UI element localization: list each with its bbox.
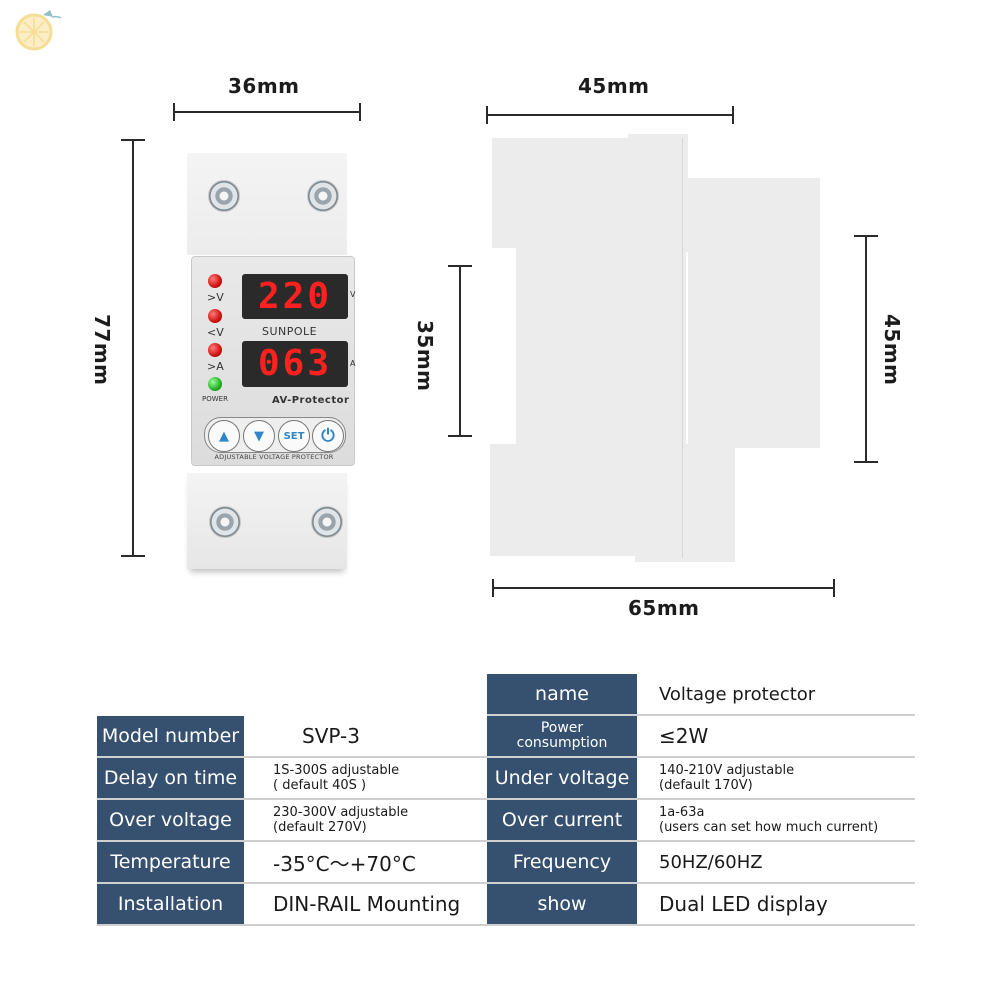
row-label: Under voltage (487, 758, 637, 798)
arrow-up-icon: ▲ (219, 428, 229, 444)
row-label: Delay on time (97, 758, 244, 798)
under-voltage-led-label: <V (207, 326, 224, 339)
row-value: 140-210V adjustable (default 170V) (659, 758, 794, 798)
row-value-line: 230-300V adjustable (273, 805, 409, 820)
front-width-dimension-line (173, 103, 361, 121)
device-top-terminal-block (187, 153, 347, 255)
current-display-digits: 063 (257, 343, 333, 384)
over-current-led-label: >A (207, 360, 224, 373)
row-value: 230-300V adjustable (default 270V) (273, 800, 408, 840)
row-value: 50HZ/60HZ (659, 851, 763, 873)
current-display: 063 (242, 341, 348, 387)
front-height-label: 77mm (90, 314, 114, 386)
side-right-height-dimension-line (854, 235, 878, 463)
spec-table-left: Model number SVP-3 Delay on time 1S-300S… (97, 716, 487, 926)
current-unit-label: A (350, 359, 356, 368)
row-label-line: Power (540, 720, 584, 736)
side-bottom-width-label: 65mm (628, 596, 700, 620)
row-value-line: 140-210V adjustable (659, 763, 795, 778)
row-value: DIN-RAIL Mounting (273, 892, 461, 916)
table-row: Over current 1a-63a (users can set how m… (487, 800, 915, 842)
row-label: Installation (97, 884, 244, 924)
table-row: Delay on time 1S-300S adjustable ( defau… (97, 758, 487, 800)
side-bottom-width-dimension-line (492, 579, 835, 597)
under-voltage-led-icon (208, 309, 222, 323)
row-label: Model number (97, 716, 244, 756)
table-row: Frequency 50HZ/60HZ (487, 842, 915, 884)
row-value: 1a-63a (users can set how much current) (659, 800, 878, 840)
set-button[interactable]: SET (278, 420, 310, 452)
brand-label: SUNPOLE (262, 325, 318, 338)
row-value-line: 1a-63a (659, 805, 705, 820)
down-button[interactable]: ▼ (243, 420, 275, 452)
table-row: Model number SVP-3 (97, 716, 487, 758)
side-rail-height-dimension-line (448, 265, 472, 437)
power-led-icon (208, 377, 222, 391)
row-label: Power consumption (487, 716, 637, 756)
row-label: show (487, 884, 637, 924)
row-label: Over voltage (97, 800, 244, 840)
spec-table-right: name Voltage protector Power consumption… (487, 674, 915, 926)
side-rail-height-label: 35mm (413, 320, 437, 392)
table-row: show Dual LED display (487, 884, 915, 926)
terminal-screw-icon (311, 506, 343, 538)
control-button-group: ▲ ▼ SET ⏻ (204, 417, 346, 453)
table-row: Under voltage 140-210V adjustable (defau… (487, 758, 915, 800)
side-top-width-label: 45mm (578, 74, 650, 98)
up-button[interactable]: ▲ (208, 420, 240, 452)
table-row: Over voltage 230-300V adjustable (defaul… (97, 800, 487, 842)
row-value: ≤2W (659, 724, 709, 748)
voltage-display-digits: 220 (257, 276, 333, 317)
table-row: name Voltage protector (487, 674, 915, 716)
voltage-unit-label: V (350, 290, 356, 299)
table-row: Installation DIN-RAIL Mounting (97, 884, 487, 926)
row-value-line: (default 270V) (273, 820, 367, 835)
table-row: Power consumption ≤2W (487, 716, 915, 758)
lemon-slice-logo-icon (15, 10, 62, 51)
front-height-dimension-line (121, 139, 145, 557)
row-value: Dual LED display (659, 892, 828, 916)
over-voltage-led-icon (208, 274, 222, 288)
side-right-height-label: 45mm (880, 314, 904, 386)
over-voltage-led-label: >V (207, 291, 224, 304)
power-icon: ⏻ (321, 426, 335, 446)
device-front-panel: >V <V >A POWER 220 V SUNPOLE 063 A AV-Pr… (191, 256, 355, 466)
row-label: Frequency (487, 842, 637, 882)
row-value-line: (users can set how much current) (659, 820, 879, 835)
row-value-line: ( default 40S ) (273, 778, 367, 793)
terminal-screw-icon (209, 506, 241, 538)
row-value-line: (default 170V) (659, 778, 753, 793)
row-value-line: 1S-300S adjustable (273, 763, 400, 778)
model-caption: AV-Protector (272, 395, 350, 406)
row-value: 1S-300S adjustable ( default 40S ) (273, 758, 399, 798)
row-label: Over current (487, 800, 637, 840)
power-led-label: POWER (202, 395, 228, 403)
over-current-led-icon (208, 343, 222, 357)
row-value: -35°C～+70°C (273, 851, 416, 876)
row-label: name (487, 674, 637, 714)
power-button[interactable]: ⏻ (312, 420, 344, 452)
table-row: Temperature -35°C～+70°C (97, 842, 487, 884)
row-value: Voltage protector (659, 683, 816, 705)
device-bottom-terminal-block (187, 473, 347, 569)
front-width-label: 36mm (228, 74, 300, 98)
terminal-screw-icon (208, 180, 240, 212)
arrow-down-icon: ▼ (254, 428, 264, 444)
terminal-screw-icon (307, 180, 339, 212)
row-label: Temperature (97, 842, 244, 882)
set-button-label: SET (283, 430, 305, 442)
row-label-line: consumption (516, 735, 608, 751)
device-side-view (490, 134, 820, 562)
row-value: SVP-3 (302, 724, 360, 748)
voltage-display: 220 (242, 274, 348, 319)
footer-caption: ADJUSTABLE VOLTAGE PROTECTOR (214, 453, 334, 461)
side-top-width-dimension-line (486, 106, 734, 124)
